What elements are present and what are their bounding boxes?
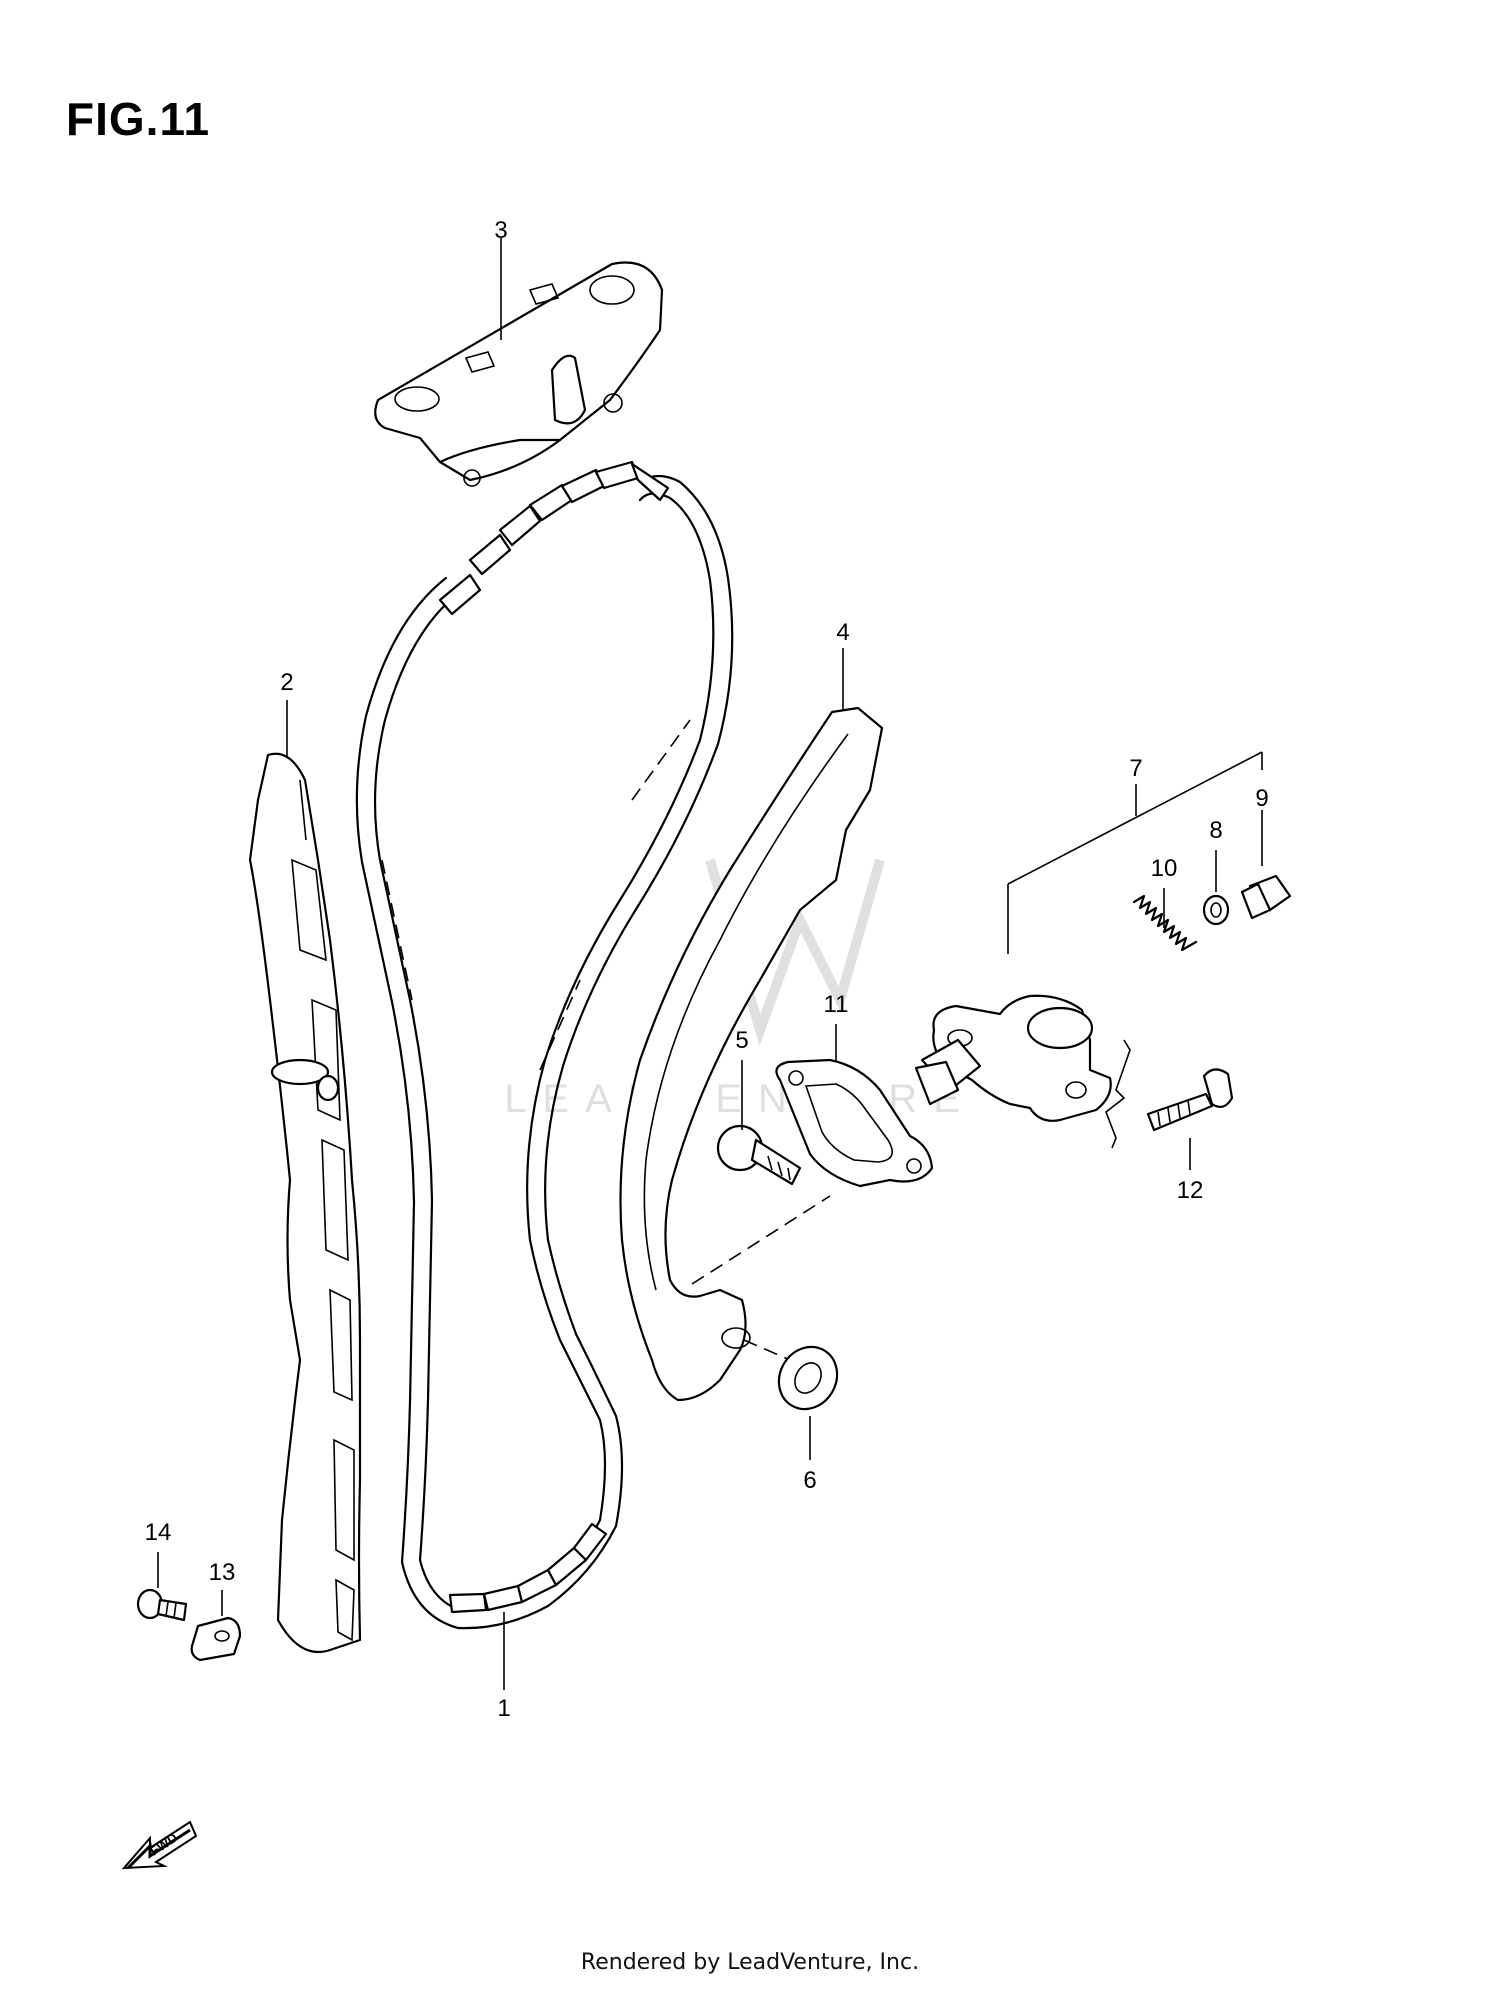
callout-8: 8 [1209,817,1222,844]
fwd-arrow-icon: FWD [121,1820,198,1870]
assembly-line-b [743,1339,791,1361]
part-13-plate [190,1616,242,1662]
assembly-line-a [691,1195,831,1285]
callout-10: 10 [1151,855,1178,882]
figure-title: FIG.11 [66,93,211,145]
part-5-bolt [716,1124,802,1186]
chain-links-bottom [448,1522,608,1614]
part-9-cap-bolt [1240,874,1292,920]
callout-13: 13 [209,1559,236,1586]
footer-credit: Rendered by LeadVenture, Inc. [580,1950,920,1975]
part-4-tensioner-guide [619,706,884,1402]
callout-3: 3 [494,217,507,244]
part-12-bolt [1146,1068,1234,1132]
callout-2: 2 [280,669,293,696]
part-8-washer [1202,894,1230,926]
callout-9: 9 [1255,785,1268,812]
part-3-chain-guide-top [374,261,664,487]
part-6-washer [777,1345,839,1411]
callout-12: 12 [1177,1177,1204,1204]
callout-11: 11 [824,991,849,1018]
part-14-screw [136,1588,188,1622]
callout-4: 4 [836,619,849,646]
break-line [1105,1039,1131,1149]
part-1-cam-chain [355,460,734,1630]
callout-1: 1 [497,1695,510,1722]
part-10-spring [1132,894,1198,952]
chain-links-top [438,460,670,616]
callout-7: 7 [1129,755,1142,782]
part-11-gasket [775,1058,934,1188]
part-7-tensioner-assembly [914,994,1112,1122]
part-2-chain-guide-left [248,752,362,1654]
leader-7 [1007,751,1263,954]
callout-14: 14 [145,1519,172,1546]
watermark-text: LEADVENTURE [504,1077,976,1121]
callout-6: 6 [803,1467,816,1494]
callout-5: 5 [735,1027,748,1054]
